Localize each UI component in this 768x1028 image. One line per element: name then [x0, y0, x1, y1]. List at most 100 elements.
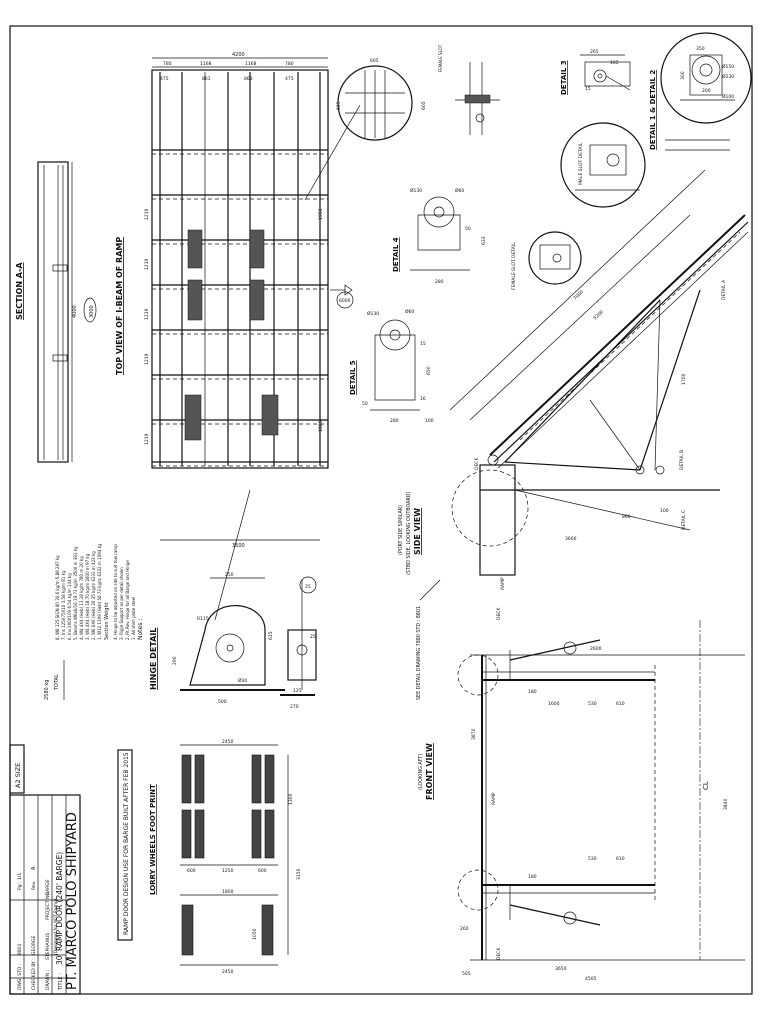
- detail-5: DETAIL 5 Ø130 Ø60 50 280 100 650 15 16: [349, 308, 434, 424]
- detail-5-label: DETAIL 5: [349, 360, 357, 395]
- hinge-dim: 500: [218, 699, 227, 705]
- cl-label: CL: [702, 781, 710, 790]
- row-dim: 1219: [144, 353, 150, 365]
- checked-label: CHECKED BY :: [31, 958, 37, 990]
- detail-3-dim: 265: [590, 49, 599, 55]
- detail-5-dim: Ø60: [405, 308, 414, 315]
- hinge-dim: R115: [197, 616, 209, 622]
- hatch-pad: [184, 394, 202, 441]
- title-block: PT. MARCO POLO SHIPYARD TITLE : 30' RAMP…: [9, 794, 81, 995]
- notes-block: Notes : 1. All shim plate steel 2. Fit R…: [44, 543, 144, 700]
- detail-5-dim: 50: [362, 401, 368, 407]
- row-dim: 1219: [144, 208, 150, 220]
- top-inner-dim: 475: [160, 76, 169, 82]
- detail-1-2-label: DETAIL 1 & DETAIL 2: [649, 70, 657, 150]
- top-inner-dim: 863: [244, 76, 253, 82]
- detail-5-dim: 650: [426, 366, 432, 375]
- hinge-dim: 25: [305, 584, 311, 590]
- front-view-sub: (LOOKING AFT): [418, 754, 424, 790]
- weight-line: 7. Ins 125X75X10 3.58 kg/m 81 kg: [61, 570, 66, 640]
- side-dim: 1550: [318, 208, 324, 220]
- detail-1-dim: Ø100: [722, 93, 734, 100]
- detail-4-label: DETAIL 4: [392, 237, 400, 272]
- side-view-sub1: (STBD SIDE, LOOKING OUTBOARD): [406, 492, 412, 575]
- front-deck-top: DECK: [496, 607, 502, 620]
- section-width-dim: 4000: [72, 305, 78, 318]
- side-dim: 100: [660, 508, 669, 514]
- lorry-dim: 1250: [222, 868, 234, 874]
- front-dim: 530: [588, 701, 597, 707]
- hinge-dim: 25: [310, 634, 316, 640]
- design-note-banner: RAMP DOOR DESIGN USE FOR BARGE BUILT AFT…: [117, 749, 133, 941]
- notes-header: Notes :: [137, 619, 144, 640]
- top-split-dim: 1168: [245, 61, 257, 67]
- pin-detail: FEMALE SLOT: [438, 44, 500, 135]
- front-dim: 3840: [723, 798, 729, 810]
- female-slot-label: FEMALE SLOT DETAIL: [511, 242, 517, 290]
- note-line: 3. Rigid Support as per detail shown: [119, 567, 124, 640]
- size-box: A2 SIZE: [9, 744, 25, 794]
- company-name: PT. MARCO POLO SHIPYARD: [65, 812, 80, 990]
- row-dim: 1219: [144, 258, 150, 270]
- lorry-label: LORRY WHEELS FOOT PRINT: [149, 784, 157, 895]
- detail-3-dim: 15: [585, 86, 591, 92]
- row-dim: 1219: [144, 308, 150, 320]
- hatch-pad: [187, 229, 203, 269]
- top-view-label: TOP VIEW OF I-BEAM OF RAMP: [115, 237, 124, 375]
- total-weight: 2580 kg: [44, 680, 50, 700]
- checked-by: GEORGE: [31, 936, 37, 955]
- dwg-label: DWG. STD :: [17, 964, 23, 990]
- side-dim: 860: [622, 514, 631, 520]
- section-aa-label: SECTION A-A: [15, 262, 24, 320]
- side-ramp-label: RAMP: [500, 577, 506, 590]
- hinge-detail-label: HINGE DETAIL: [149, 628, 158, 690]
- hinge-dim: 270: [290, 704, 299, 710]
- lorry-dim: 2450: [222, 969, 234, 975]
- dwg-value: 8801: [17, 943, 23, 955]
- sheet-border: [9, 25, 753, 995]
- project-label: PROJECT NO.: [45, 891, 51, 920]
- detail-a-dim: 525: [336, 101, 342, 110]
- side-view: 7000 5200 3600 860 100 1700 DETAIL A DET…: [398, 169, 749, 590]
- male-slot-label: MALE SLOT DETAIL: [578, 142, 584, 185]
- project-value: BARGE: [45, 879, 51, 895]
- drawn-label: DRAWN :: [45, 970, 51, 990]
- front-dim: 610: [616, 701, 625, 707]
- front-dim: 3870: [471, 728, 477, 740]
- top-width-dim: 3500: [232, 543, 245, 549]
- hinge-dim: Ø30: [238, 677, 247, 684]
- detail-3-label: DETAIL 3: [560, 60, 568, 95]
- female-slot-detail: FEMALE SLOT DETAIL: [511, 231, 582, 290]
- detail-a: 605 525 605 6000: [336, 58, 427, 309]
- row-dim: 1219: [144, 433, 150, 445]
- front-dim: 4505: [585, 976, 597, 982]
- lorry-dim: 3150: [296, 868, 302, 880]
- top-view-grid: 4200 780 1168 1168 780 475 863 863 475 3…: [115, 52, 361, 549]
- lorry-dim: 1050: [252, 928, 258, 940]
- total-label: TOTAL: [54, 674, 60, 691]
- top-inner-dim: 475: [285, 76, 294, 82]
- drawing-subtitle: (Designed for 90T Ramp): [53, 898, 59, 955]
- detail-4-dim: Ø130: [410, 187, 422, 194]
- detail-a-label: DETAIL A: [721, 279, 727, 300]
- top-split-dim: 780: [163, 61, 172, 67]
- lorry-dim: 1800: [222, 889, 234, 895]
- side-dim: 1865: [318, 420, 324, 432]
- front-deck-bottom: DECK: [496, 947, 502, 960]
- weight-line: 1. W12 13X9 (Heb) 56.73 kg/m 6232 m 1094…: [97, 543, 102, 640]
- hinge-dim: 250: [225, 572, 234, 578]
- lorry-dim: 1300: [288, 793, 294, 805]
- detail-a-dim: 605: [421, 101, 427, 110]
- note-line: 1. All shim plate steel: [131, 597, 136, 640]
- see-detail-note: SEE DETAIL DRAWING 7880 STD : 8801: [416, 606, 422, 700]
- hatch-pad: [249, 279, 265, 321]
- detail-3-dim: 165: [610, 60, 619, 66]
- detail-4: DETAIL 4 Ø130 Ø60 50 280 633: [392, 187, 487, 285]
- detail-3: DETAIL 3 265 165 15: [560, 49, 631, 95]
- detail-5-dim: 280: [390, 418, 399, 424]
- front-dim: 530: [588, 856, 597, 862]
- hinge-detail: HINGE DETAIL 250 290 500 615 R115 Ø30 25…: [149, 489, 317, 710]
- front-ramp-label: RAMP: [491, 792, 497, 805]
- note-line: 2. Fit Rev. Hinge for all Barge and Hing…: [125, 560, 130, 640]
- top-view-transverses: [152, 149, 328, 467]
